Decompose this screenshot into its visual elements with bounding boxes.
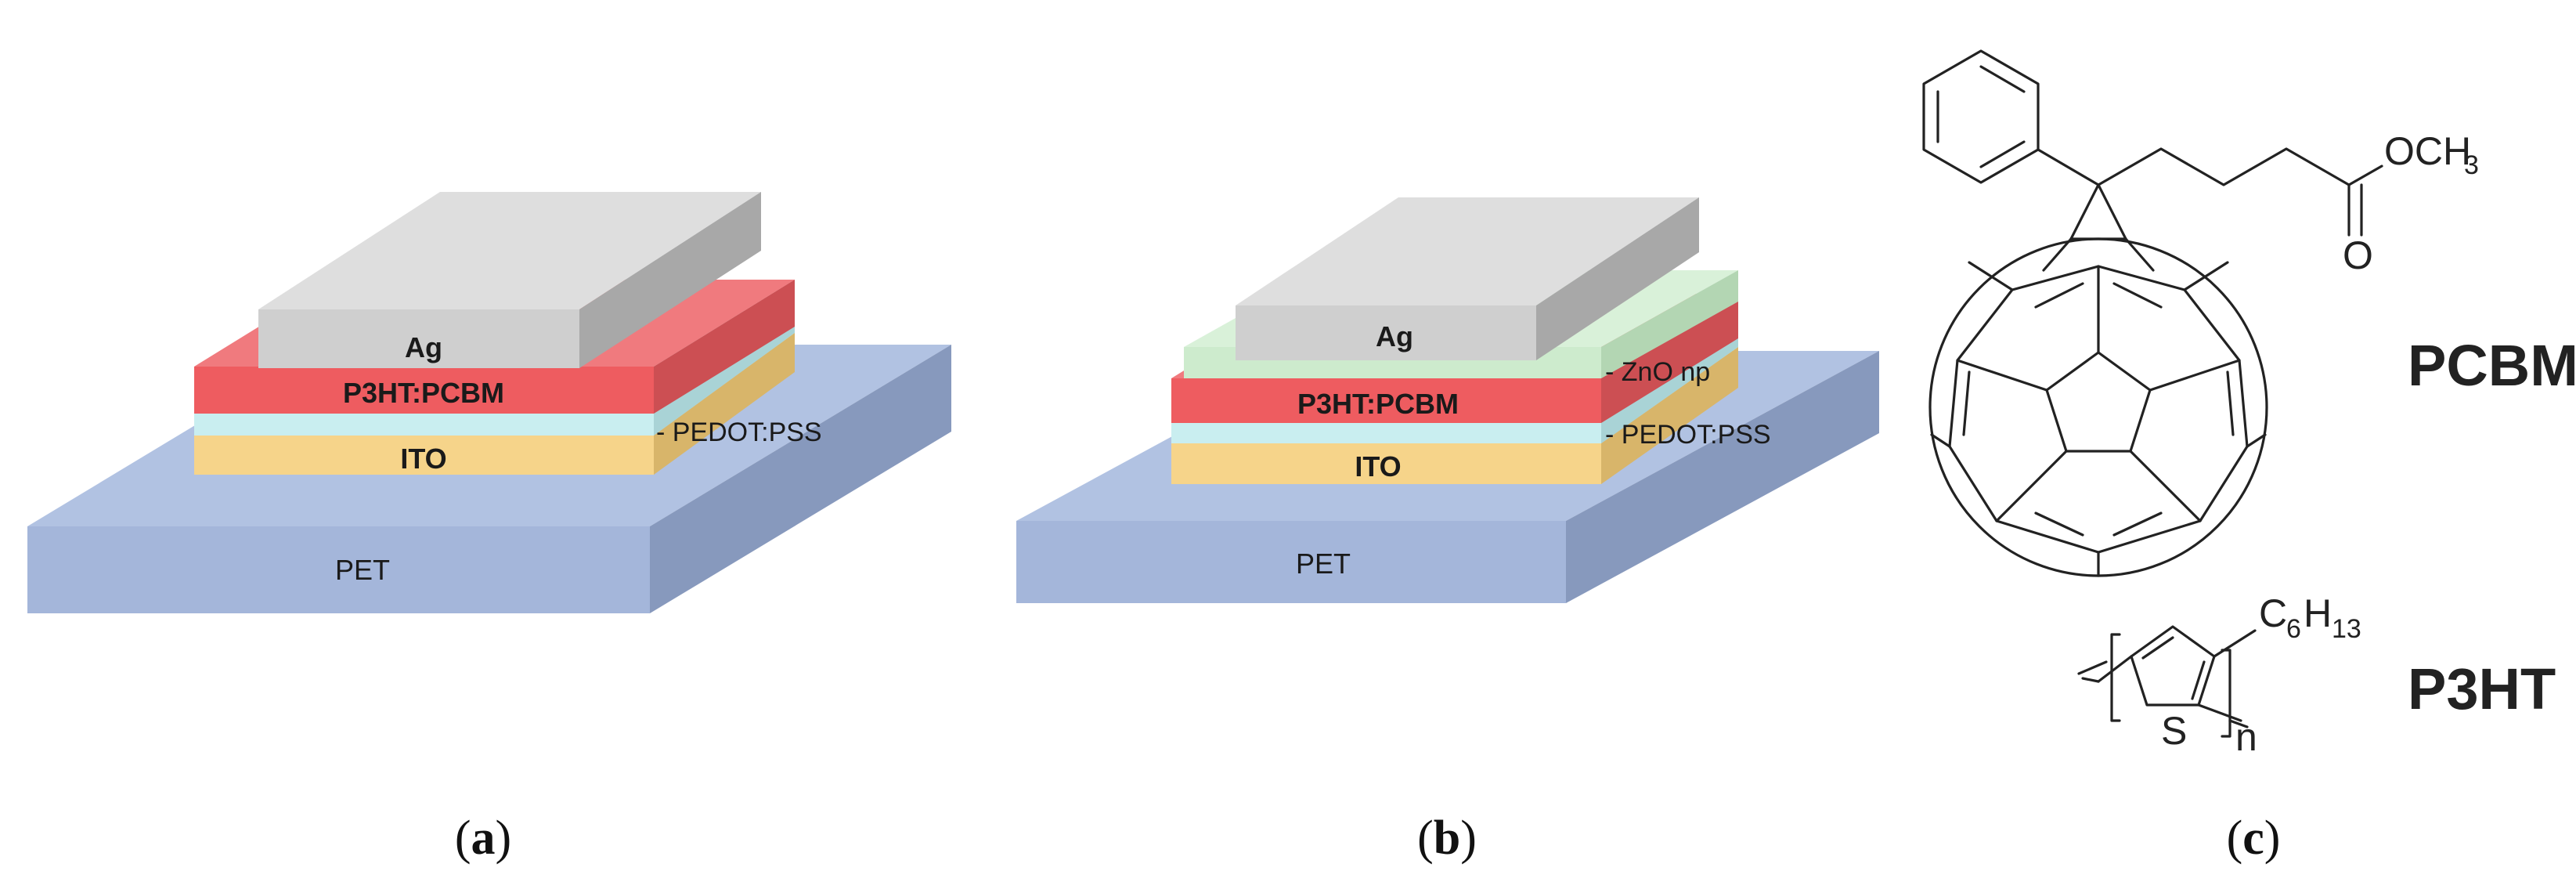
svg-text:(b): (b) bbox=[1417, 812, 1477, 865]
caption-a: (a) bbox=[455, 812, 511, 865]
label-pet-a: PET bbox=[335, 554, 390, 586]
pet-side-a bbox=[650, 345, 951, 613]
pet-front-a bbox=[27, 526, 650, 613]
caption-a-open: ( bbox=[455, 812, 471, 865]
svg-text:(c): (c) bbox=[2227, 812, 2281, 865]
label-ito-b: ITO bbox=[1355, 450, 1401, 483]
caption-c-open: ( bbox=[2227, 812, 2243, 865]
label-p3ht: P3HT bbox=[2408, 656, 2556, 721]
label-active-b: P3HT:PCBM bbox=[1297, 388, 1459, 420]
cyclopropane bbox=[2069, 183, 2127, 240]
label-side-chain-h-sub: 13 bbox=[2332, 614, 2361, 644]
caption-c: (c) bbox=[2227, 812, 2281, 865]
ag-electrode-a bbox=[258, 192, 761, 368]
label-och3-sub: 3 bbox=[2464, 150, 2479, 180]
label-pedot-b: - PEDOT:PSS bbox=[1605, 420, 1771, 450]
panel-b-device-stack: PET ITO P3HT:PCBM Ag - ZnO np - PEDOT:PS… bbox=[1016, 197, 1879, 603]
caption-b: (b) bbox=[1417, 812, 1477, 865]
label-side-chain-h: H bbox=[2304, 591, 2332, 635]
caption-a-letter: a bbox=[471, 812, 496, 865]
label-ito-a: ITO bbox=[400, 443, 446, 475]
caption-b-letter: b bbox=[1434, 812, 1460, 865]
caption-b-open: ( bbox=[1417, 812, 1434, 865]
label-ag-b: Ag bbox=[1376, 320, 1413, 352]
label-thiophene-s: S bbox=[2161, 709, 2187, 753]
ag-electrode-b bbox=[1236, 197, 1699, 360]
caption-c-letter: c bbox=[2242, 812, 2264, 865]
label-active-a: P3HT:PCBM bbox=[343, 377, 504, 409]
label-pcbm: PCBM bbox=[2408, 333, 2576, 398]
caption-a-close: ) bbox=[496, 812, 512, 865]
pet-front-b bbox=[1016, 521, 1566, 603]
phenyl-ring bbox=[1922, 49, 2100, 186]
panel-a-device-stack: PET ITO P3HT:PCBM Ag - PEDOT:PSS bbox=[27, 192, 951, 613]
label-pet-b: PET bbox=[1296, 548, 1351, 580]
label-ag-a: Ag bbox=[405, 331, 442, 363]
label-carbonyl-o: O bbox=[2343, 233, 2373, 277]
label-side-chain-c-sub: 6 bbox=[2286, 614, 2301, 644]
label-och3-o: OCH bbox=[2384, 129, 2471, 173]
panel-c-chemical-structures: OCH 3 O bbox=[1922, 49, 2576, 759]
p3ht-structure bbox=[2077, 625, 2257, 738]
caption-c-close: ) bbox=[2264, 812, 2281, 865]
label-pedot-a: - PEDOT:PSS bbox=[656, 418, 822, 447]
label-zno-b: - ZnO np bbox=[1605, 357, 1710, 387]
label-side-chain-c: C bbox=[2259, 591, 2287, 635]
c60-fullerene bbox=[1928, 237, 2268, 577]
ester-chain bbox=[2097, 147, 2383, 237]
caption-b-close: ) bbox=[1460, 812, 1477, 865]
svg-text:(a): (a) bbox=[455, 812, 511, 865]
label-repeat-n: n bbox=[2235, 715, 2257, 759]
pet-side-b bbox=[1566, 351, 1879, 603]
